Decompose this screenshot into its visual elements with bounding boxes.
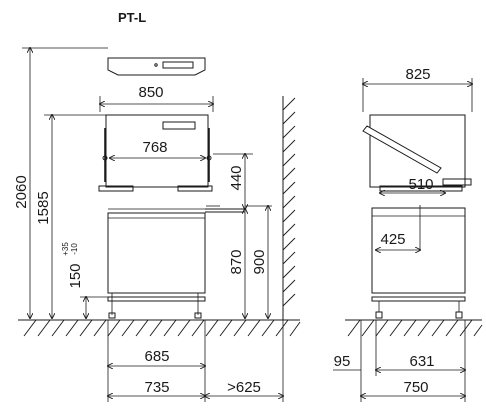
- dim-inner-width: 768: [142, 139, 167, 156]
- dim-open-height: 1585: [35, 191, 52, 224]
- raised-hood: [107, 57, 206, 76]
- drawing-title: PT-L: [118, 10, 146, 25]
- dim-hood-width: 850: [138, 84, 163, 101]
- front-floor: [18, 319, 301, 337]
- front-wall: [282, 96, 296, 320]
- dim-table-height-alt: 900: [251, 249, 268, 274]
- dim-wall-clearance: >625: [227, 379, 261, 396]
- side-floor: [345, 319, 483, 337]
- side-dim-hood-width: 825: [405, 66, 430, 83]
- side-machine-body: [362, 114, 472, 319]
- side-dimension-lines: [333, 84, 472, 396]
- dim-overall-height: 2060: [13, 175, 30, 208]
- dim-table-height: 870: [228, 249, 245, 274]
- dim-rail-tolerance-plus: +35: [61, 242, 70, 256]
- machine-body: [98, 114, 245, 319]
- dim-rail-tolerance-minus: -10: [70, 243, 79, 255]
- side-dim-wall-offset: 95: [334, 353, 351, 370]
- side-dim-inner-depth: 510: [408, 176, 433, 193]
- side-dim-base-depth: 631: [409, 353, 434, 370]
- dim-total-width: 735: [144, 379, 169, 396]
- dim-base-width: 685: [144, 348, 169, 365]
- dim-rail-height: 150: [67, 263, 84, 288]
- side-dim-rack-depth: 425: [380, 231, 405, 248]
- side-dim-total-depth: 750: [403, 379, 428, 396]
- side-view: 825 510 425 95 631 750: [333, 66, 483, 402]
- dim-hood-lift: 440: [228, 165, 245, 190]
- front-dimension-lines: [30, 48, 283, 396]
- front-view: 2060 1585 150 +35 -10 850 768 440 870 90…: [13, 48, 301, 402]
